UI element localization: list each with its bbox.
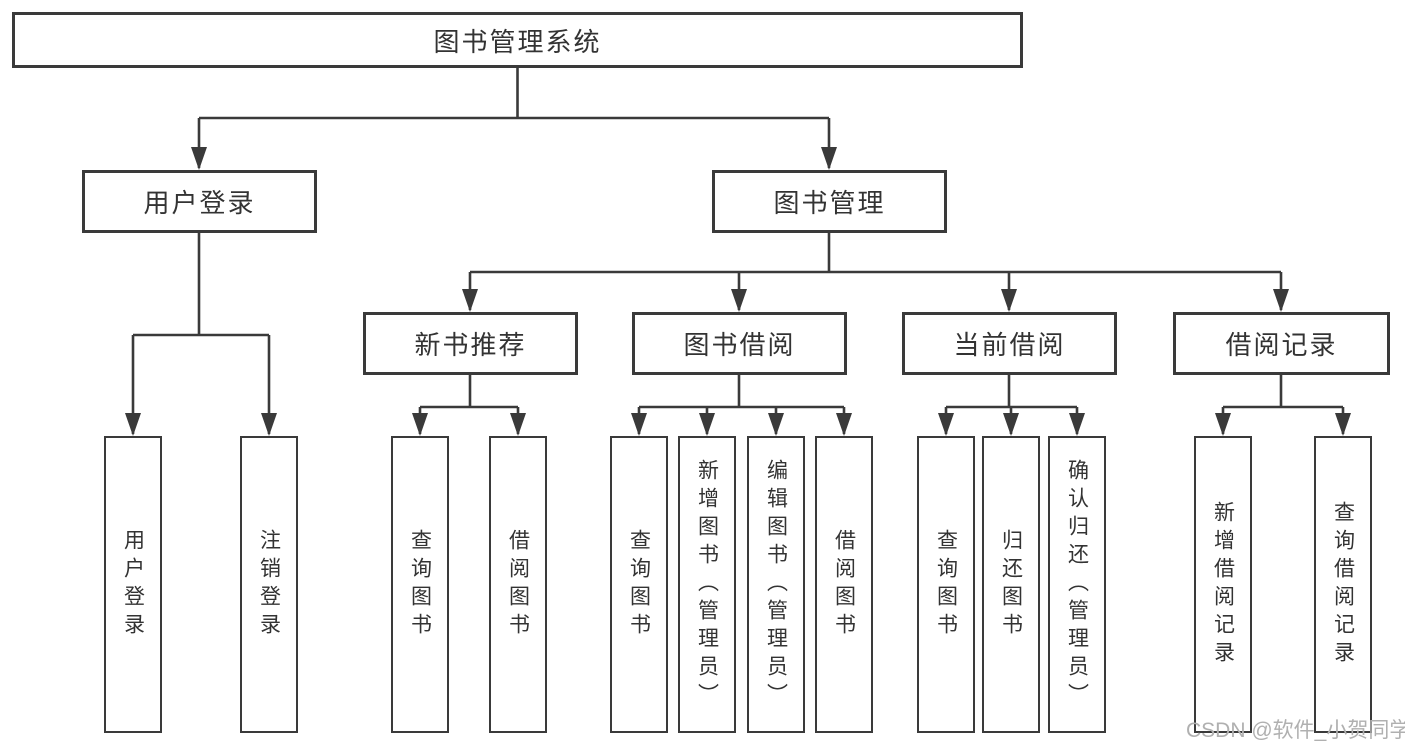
node-leaf-query-books-1: 查询图书	[391, 436, 449, 733]
arrowhead-icons	[125, 147, 1351, 436]
node-current-borrow: 当前借阅	[902, 312, 1117, 375]
node-book-management: 图书管理	[712, 170, 947, 233]
node-new-book-recommend: 新书推荐	[363, 312, 578, 375]
node-leaf-logout: 注销登录	[240, 436, 298, 733]
node-leaf-user-login: 用户登录	[104, 436, 162, 733]
node-leaf-query-borrow-record: 查询借阅记录	[1314, 436, 1372, 733]
node-leaf-query-books-2: 查询图书	[610, 436, 668, 733]
node-leaf-edit-books-admin: 编辑图书（管理员）	[747, 436, 805, 733]
node-leaf-borrow-books-2: 借阅图书	[815, 436, 873, 733]
node-library-management-system: 图书管理系统	[12, 12, 1023, 68]
node-leaf-borrow-books-1: 借阅图书	[489, 436, 547, 733]
node-user-login: 用户登录	[82, 170, 317, 233]
node-leaf-add-books-admin: 新增图书（管理员）	[678, 436, 736, 733]
node-leaf-query-books-3: 查询图书	[917, 436, 975, 733]
node-book-borrow: 图书借阅	[632, 312, 847, 375]
node-borrow-records: 借阅记录	[1173, 312, 1390, 375]
node-leaf-return-books: 归还图书	[982, 436, 1040, 733]
watermark: CSDN @软件_小贺同学	[1186, 719, 1405, 742]
node-leaf-confirm-return-admin: 确认归还（管理员）	[1048, 436, 1106, 733]
node-leaf-add-borrow-record: 新增借阅记录	[1194, 436, 1252, 733]
